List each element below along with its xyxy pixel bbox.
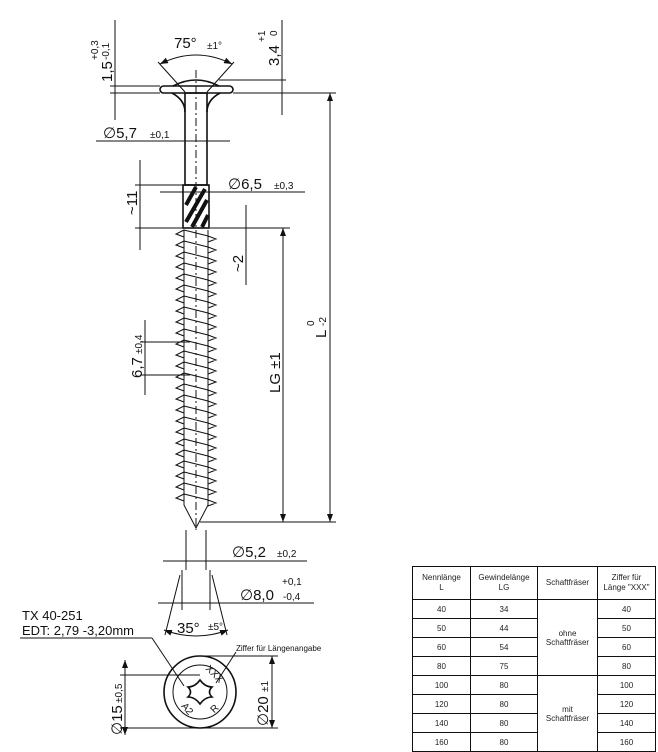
head-dia-tol: ±1 bbox=[260, 681, 271, 692]
screw-thread bbox=[174, 229, 218, 530]
shank-dia-tol: ±0,1 bbox=[150, 130, 170, 141]
thread-length-label: LG ±1 bbox=[267, 352, 284, 393]
core-dia-label: ∅5,2 bbox=[232, 544, 266, 561]
header-text: Gewindelänge bbox=[478, 573, 530, 582]
header-text: LG bbox=[498, 583, 510, 592]
cell-l: 60 bbox=[412, 637, 471, 657]
head-angle-label: 75° bbox=[174, 35, 197, 52]
cell-lg: 80 bbox=[470, 713, 538, 733]
flange-thickness-label: 1,5 bbox=[99, 61, 116, 82]
head-height-tol-upper: +1 bbox=[257, 30, 268, 42]
cell-lg: 54 bbox=[470, 637, 538, 657]
drive-type: TX 40-251 bbox=[22, 608, 83, 623]
length-tol-upper: 0 bbox=[306, 320, 317, 326]
marking-xxx: XXX bbox=[203, 664, 225, 686]
thread-dia-tol-lower: -0,4 bbox=[283, 592, 301, 603]
cell-lg: 44 bbox=[470, 618, 538, 638]
length-tol-lower: -2 bbox=[318, 317, 329, 326]
cell-xxx: 160 bbox=[597, 732, 656, 752]
head-angle-tol: ±1° bbox=[207, 41, 222, 52]
thread-lines bbox=[174, 229, 218, 530]
cell-l: 50 bbox=[412, 618, 471, 638]
header-text: Schaftfräser bbox=[545, 578, 590, 587]
col-schaftfraeser: Schaftfräser bbox=[537, 566, 598, 600]
shank-dia-label: ∅5,7 bbox=[103, 125, 137, 142]
inner-dia-label: ∅15 bbox=[109, 705, 126, 735]
tip-angle-tol: ±5° bbox=[208, 622, 223, 633]
drive-edt: EDT: 2,79 -3,20mm bbox=[22, 623, 134, 638]
cell-l: 40 bbox=[412, 599, 471, 619]
cutter-length-label: ~11 bbox=[124, 191, 141, 215]
screw-head bbox=[157, 54, 235, 530]
cell-lg: 80 bbox=[470, 694, 538, 714]
core-dia-tol: ±0,2 bbox=[277, 549, 297, 560]
cell-xxx: 60 bbox=[597, 637, 656, 657]
flange-tol-upper: +0,3 bbox=[90, 40, 101, 60]
group-text: Schaftfräser bbox=[545, 713, 590, 723]
cell-xxx: 120 bbox=[597, 694, 656, 714]
cutter-dia-tol: ±0,3 bbox=[274, 181, 294, 192]
group-text: Schaftfräser bbox=[545, 637, 590, 647]
pitch-tol: ±0,4 bbox=[134, 334, 145, 354]
cell-xxx: 100 bbox=[597, 675, 656, 695]
cell-lg: 80 bbox=[470, 675, 538, 695]
cell-xxx: 50 bbox=[597, 618, 656, 638]
group-text: mit bbox=[562, 704, 573, 714]
thread-dia-tol-upper: +0,1 bbox=[282, 577, 302, 588]
cutter-dia-label: ∅6,5 bbox=[228, 176, 262, 193]
cell-l: 120 bbox=[412, 694, 471, 714]
header-text: L bbox=[439, 583, 444, 592]
cell-lg: 80 bbox=[470, 732, 538, 752]
head-height-tol-lower: 0 bbox=[269, 30, 280, 36]
cell-xxx: 80 bbox=[597, 656, 656, 676]
cell-lg: 34 bbox=[470, 599, 538, 619]
cell-l: 100 bbox=[412, 675, 471, 695]
thread-dia-label: ∅8,0 bbox=[240, 587, 274, 604]
cell-l: 80 bbox=[412, 656, 471, 676]
cell-xxx: 140 bbox=[597, 713, 656, 733]
head-height-label: 3,4 bbox=[266, 45, 283, 66]
marking-r: R bbox=[209, 703, 222, 716]
flange-tol-lower: -0,1 bbox=[101, 42, 112, 60]
head-dia-label: ∅20 bbox=[255, 696, 272, 726]
cell-lg: 75 bbox=[470, 656, 538, 676]
group-text: ohne bbox=[558, 628, 577, 638]
cell-l: 140 bbox=[412, 713, 471, 733]
header-text: Ziffer für bbox=[611, 573, 642, 582]
inner-dia-tol: ±0,5 bbox=[114, 683, 125, 703]
header-text: Länge "XXX" bbox=[603, 583, 650, 592]
marking-a2: A2 bbox=[179, 701, 196, 718]
length-label: L bbox=[313, 330, 330, 338]
cutter-section bbox=[182, 184, 210, 229]
cell-l: 160 bbox=[412, 732, 471, 752]
pitch-label: 6,7 bbox=[129, 357, 146, 378]
tip-angle-label: 35° bbox=[177, 620, 200, 637]
length-marking-label: Ziffer für Längenangabe bbox=[236, 644, 322, 653]
cell-xxx: 40 bbox=[597, 599, 656, 619]
gap-label: ~2 bbox=[230, 255, 247, 272]
header-text: Nennlänge bbox=[422, 573, 461, 582]
